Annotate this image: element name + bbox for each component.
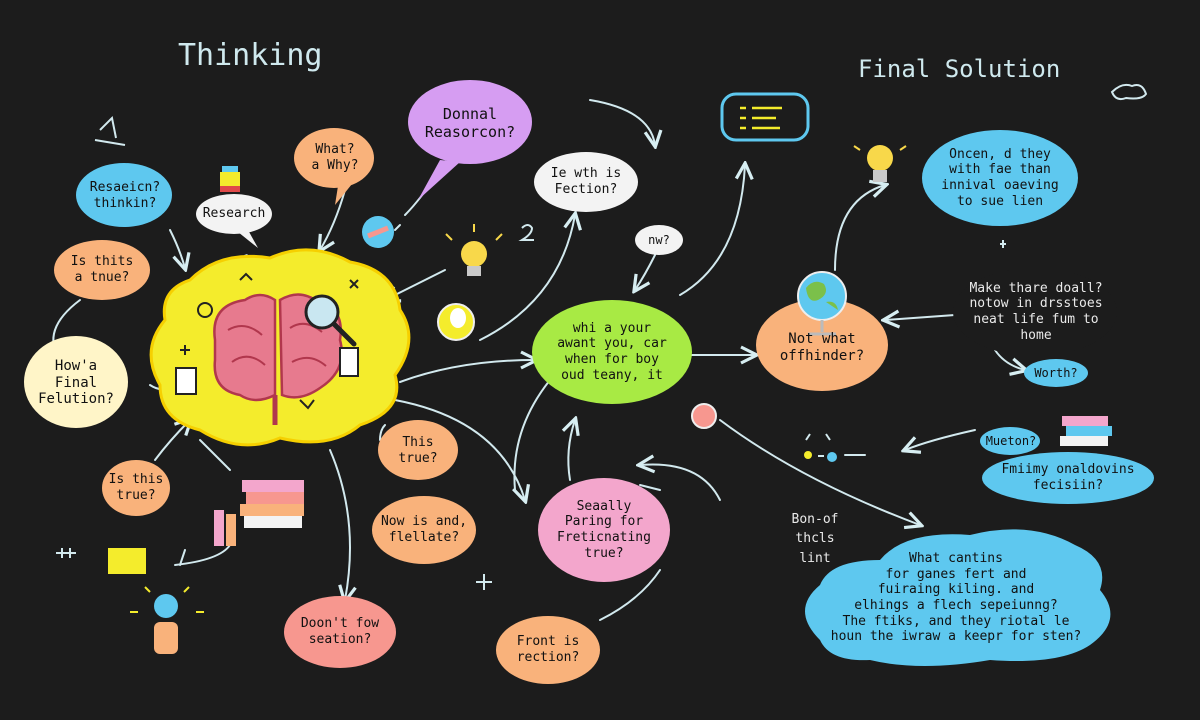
label-this-true: This true?	[398, 435, 438, 466]
bubble-not-what-offhinder	[756, 299, 888, 391]
bubble-mueton	[980, 427, 1040, 455]
bubble-now-is-and	[372, 496, 476, 564]
label-not-what-offhinder: Not what offhinder?	[779, 331, 865, 364]
bubble-donnal-reasorcon	[408, 80, 532, 200]
bubble-is-thits-true	[54, 240, 150, 300]
target-icon	[362, 216, 394, 248]
label-how-final-solution: How'a Final Felution?	[38, 357, 114, 408]
bubble-research-thinking	[76, 115, 172, 227]
doodle-marks	[175, 272, 359, 410]
bubble-nw	[635, 225, 683, 255]
label-what-why: What? a Why?	[311, 142, 359, 173]
bubble-make-thare	[953, 268, 1117, 356]
label-oncen-they: Oncen, d they with fae than innival oaev…	[941, 146, 1059, 209]
small-marks	[56, 83, 1148, 590]
bubble-seaally-paring	[538, 478, 670, 582]
bubble-front-is-rection	[496, 616, 600, 684]
label-nw: nw?	[648, 232, 670, 247]
lightbulb-icon-bottom	[130, 586, 204, 654]
label-fmiimy: Fmiimy onaldovins fecisiin?	[1001, 462, 1135, 493]
globe-icon	[797, 271, 847, 336]
label-what-cantins: What cantins for ganes fert and fuiraing…	[830, 551, 1082, 645]
lightbulb-icon	[445, 224, 503, 276]
books-icon-right	[1060, 416, 1112, 446]
final-solution-heading: Final Solution	[858, 55, 1061, 83]
bubble-fection	[534, 152, 638, 212]
bubble-what-why	[294, 128, 374, 205]
bubble-how-final-solution	[24, 336, 128, 428]
bubble-fmiimy	[982, 452, 1154, 504]
bubble-research	[196, 194, 272, 248]
label-seaally-paring: Seaally Paring for Freticnating true?	[557, 498, 651, 561]
avatar-icon	[437, 303, 475, 341]
label-is-thits-true: Is thits a tnue?	[70, 254, 134, 285]
label-donnal-reasorcon: Donnal Reasorcon?	[424, 105, 516, 141]
research-stack-icon	[220, 166, 240, 192]
bubble-doont-seation	[284, 596, 396, 668]
bubble-center-green	[532, 300, 692, 404]
bubble-chat-icon-top	[720, 92, 810, 142]
label-is-this-true-left: Is this true?	[108, 472, 164, 503]
magnifier-icon	[304, 294, 357, 347]
bubble-oncen-they	[922, 130, 1078, 226]
label-bon-of: Bon-of thcls lint	[791, 511, 839, 566]
battery-icon	[108, 548, 146, 574]
thinking-heading: Thinking	[178, 38, 323, 73]
label-research-thinking: Resaeicn? thinkin?	[89, 180, 161, 211]
bubble-what-cantins	[805, 529, 1111, 666]
label-now-is-and: Now is and, flellate?	[380, 514, 468, 545]
books-icon	[214, 480, 304, 546]
avatar-icon-small	[691, 403, 717, 429]
lightbulb-icon-right	[853, 145, 907, 182]
bubble-this-true	[378, 420, 458, 480]
label-research: Research	[202, 206, 266, 222]
label-center-green: whi a your awant you, car when for boy o…	[557, 320, 667, 383]
bubble-worth	[1024, 359, 1088, 387]
label-worth: Worth?	[1034, 365, 1078, 380]
label-mueton: Mueton?	[985, 433, 1037, 448]
label-doont-seation: Doon't fow seation?	[300, 616, 380, 647]
label-fection: Ie wth is Fection?	[550, 166, 622, 197]
bubble-is-this-true-left	[102, 460, 170, 516]
label-make-thare: Make thare doall? notow in drsstoes neat…	[969, 280, 1103, 343]
label-front-is-rection: Front is rection?	[516, 634, 580, 665]
